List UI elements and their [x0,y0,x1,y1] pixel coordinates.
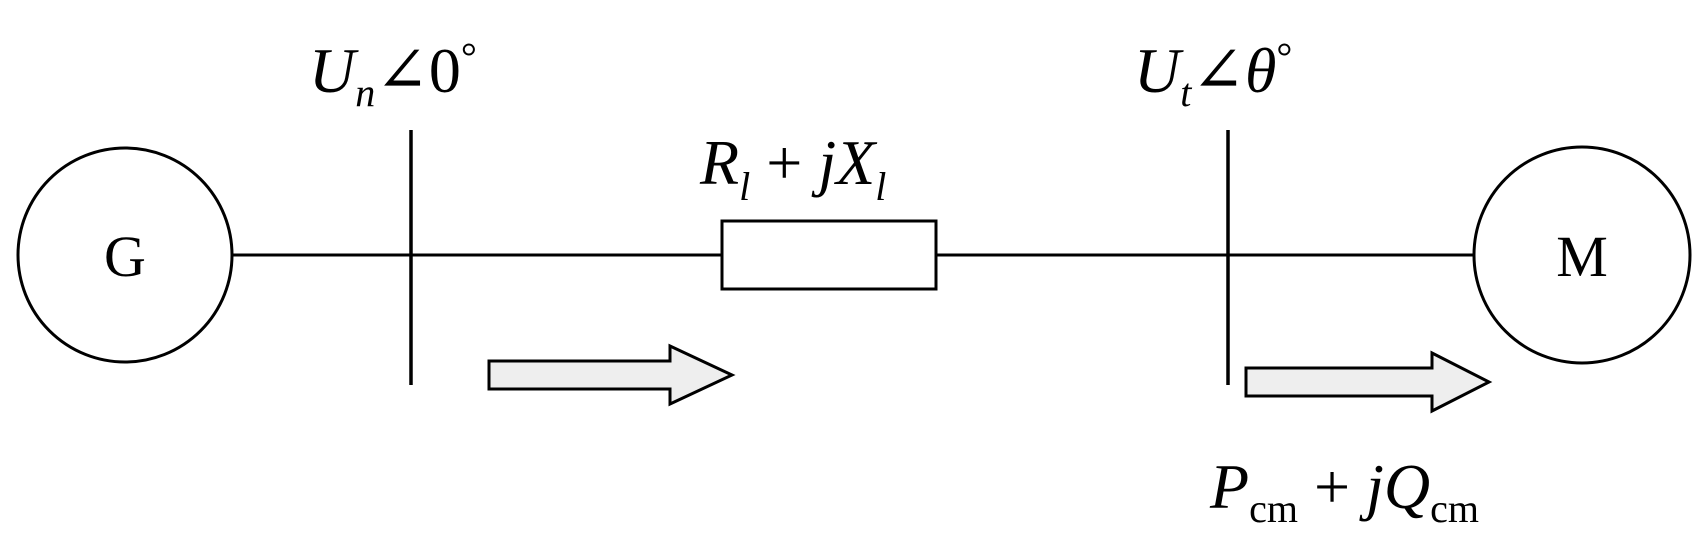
power-p-subscript: cm [1249,486,1298,531]
bus-left-voltage-label: Un∠0° [309,34,477,115]
generator: G [16,146,234,364]
generator-circle [16,146,234,364]
generator-label: G [104,224,146,289]
power-p-symbol: P [1209,451,1249,522]
load-power-label: Pcm + jQcm [1209,451,1479,531]
line-impedance-box [720,219,938,291]
motor: M [1472,145,1692,365]
motor-label: M [1556,224,1608,289]
bus-right-angle-symbol: ∠ [1191,35,1245,106]
bus-right-voltage-subscript: t [1180,70,1192,115]
bus-right-voltage-symbol: U [1134,35,1184,106]
bus-left-angle-value: 0 [429,35,461,106]
bus-left-angle-symbol: ∠ [375,35,429,106]
motor-circle [1472,145,1692,365]
bus-right-degree-symbol: ° [1276,34,1292,79]
bus-left-degree-symbol: ° [461,34,477,79]
bus-left-voltage-symbol: U [309,35,359,106]
bus-right-voltage-label: Ut∠θ° [1134,34,1292,115]
power-flow-arrow-right [1244,350,1493,414]
power-q-symbol: Q [1384,451,1430,522]
impedance-x-symbol: X [833,127,878,198]
line-impedance-label: Rl + jXl [699,127,886,209]
bus-right-angle-value: θ [1245,35,1276,106]
power-flow-arrow-left [487,343,736,407]
power-operator: + [1298,451,1366,522]
impedance-r-symbol: R [699,127,739,198]
impedance-x-subscript: l [875,164,886,209]
impedance-operator: + [750,127,818,198]
bus-left-voltage-subscript: n [355,70,375,115]
impedance-r-subscript: l [739,164,750,209]
power-q-subscript: cm [1430,486,1479,531]
